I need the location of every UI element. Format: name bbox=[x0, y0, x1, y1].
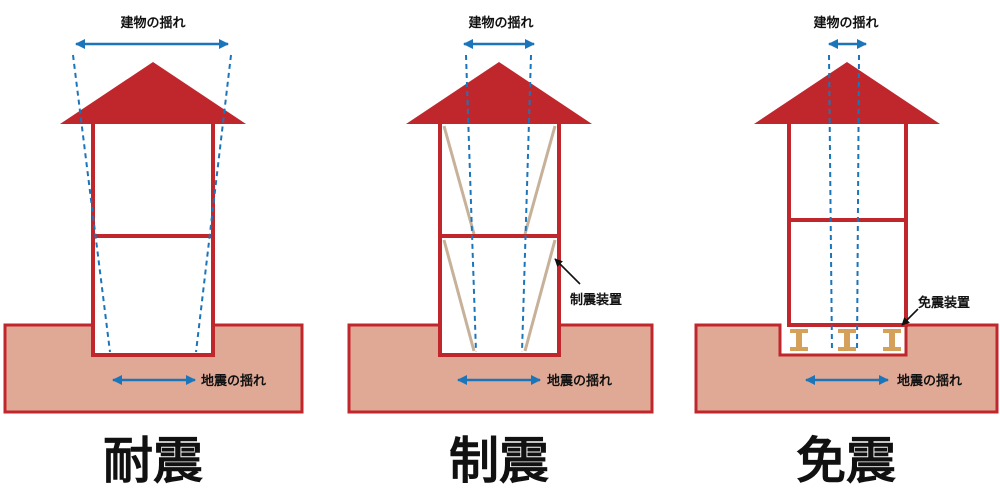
roof bbox=[60, 62, 246, 124]
roof bbox=[754, 62, 940, 124]
device-label: 免震装置 bbox=[918, 295, 970, 311]
building-frame bbox=[787, 120, 908, 327]
device-pointer-arrow bbox=[554, 258, 581, 285]
panel-seishin: 建物の揺れ 地震の揺れ 制震装置 制震 bbox=[347, 15, 654, 490]
isolator bbox=[790, 329, 808, 351]
panel-title: 制震 bbox=[449, 432, 549, 490]
building-frame bbox=[438, 120, 561, 357]
isolator bbox=[838, 329, 856, 351]
panel-title: 免震 bbox=[796, 432, 896, 490]
brace bbox=[523, 239, 557, 352]
building-sway-label: 建物の揺れ bbox=[120, 15, 185, 31]
panel-taishin: 建物の揺れ 地震の揺れ 耐震 bbox=[3, 15, 304, 490]
sway-guide-right bbox=[856, 54, 860, 353]
sway-guide-left bbox=[828, 54, 833, 353]
panel-menshin: 建物の揺れ 地震の揺れ 免震装置 免震 bbox=[694, 15, 999, 490]
sway-guide-left bbox=[72, 54, 111, 353]
sway-guide-right bbox=[195, 54, 232, 353]
building-frame bbox=[91, 120, 215, 357]
building-sway-label: 建物の揺れ bbox=[813, 15, 878, 31]
panel-title: 耐震 bbox=[103, 432, 203, 490]
brace bbox=[523, 125, 557, 235]
brace bbox=[442, 239, 476, 352]
device-label: 制震装置 bbox=[570, 292, 622, 308]
building-sway-label: 建物の揺れ bbox=[468, 15, 533, 31]
sway-guide-left bbox=[465, 54, 477, 353]
isolator bbox=[883, 329, 901, 351]
roof bbox=[406, 62, 592, 124]
ground-shake-label: 地震の揺れ bbox=[897, 373, 962, 389]
ground-shake-label: 地震の揺れ bbox=[201, 373, 266, 389]
brace bbox=[442, 125, 476, 235]
sway-guide-right bbox=[521, 54, 532, 353]
ground-shake-label: 地震の揺れ bbox=[547, 373, 612, 389]
device-pointer-arrow bbox=[901, 308, 919, 326]
